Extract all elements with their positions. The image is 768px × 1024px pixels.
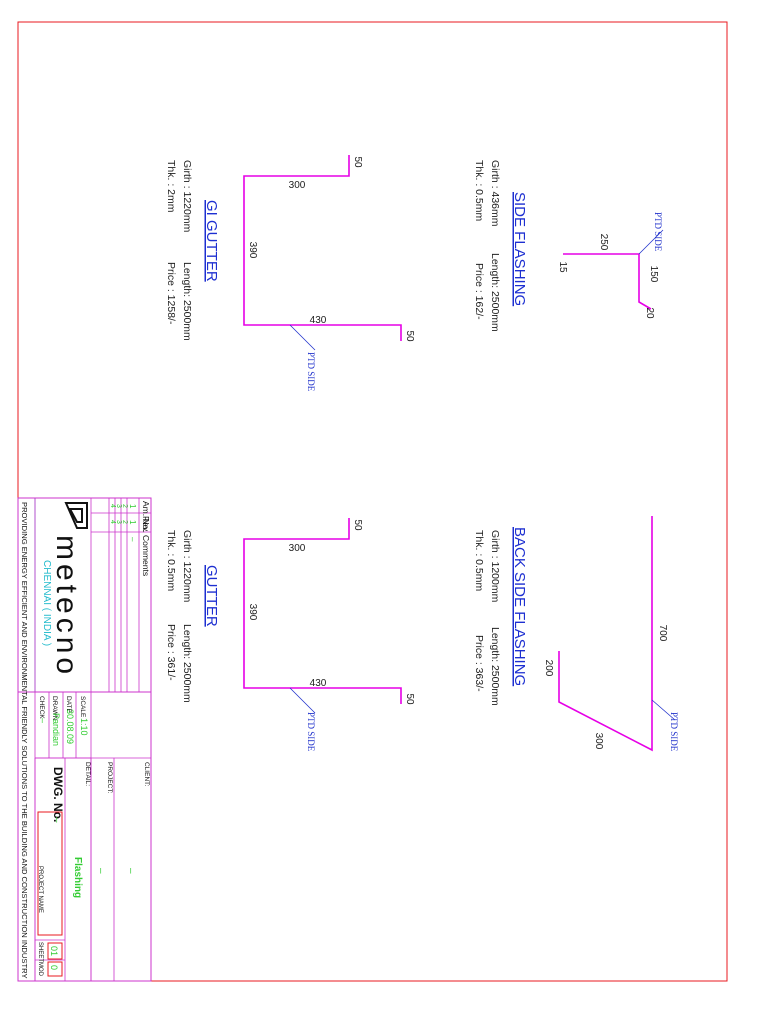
gi-gutter-drawing: PTD SIDE 50 300 390 430 50 GI GUTTER Gir… [165, 155, 415, 392]
project-label: PROJECT: [106, 762, 113, 794]
revision-row-1-no: 1 [128, 504, 137, 509]
revision-row-2-rev: 2 [121, 520, 128, 524]
side-flashing-dim-15: 15 [557, 261, 568, 273]
gutter-dim-50-top: 50 [352, 519, 363, 531]
gutter-length: Length: 2500mm [181, 624, 193, 703]
gi-gutter-ptd-leader [289, 324, 316, 351]
scale-value: 1:10 [79, 718, 89, 736]
gi-gutter-ptd-label: PTD SIDE [306, 352, 316, 392]
check-label: CHECK [38, 696, 45, 719]
gi-gutter-profile [243, 155, 402, 341]
gutter-profile [243, 518, 402, 704]
side-flashing-title: SIDE FLASHING [511, 192, 528, 306]
date-value: 30.08.09 [65, 709, 75, 744]
revision-header-amno: Am. No. [141, 501, 151, 532]
revision-row-4-rev: 4 [109, 520, 116, 524]
revision-row-2-no: 2 [121, 504, 128, 508]
mod-label: MOD [37, 962, 43, 977]
side-flashing-profile [563, 253, 652, 310]
revision-row-3-rev: 3 [115, 520, 122, 524]
back-side-flashing-profile [558, 516, 653, 752]
gutter-ptd-leader [289, 687, 316, 714]
gi-gutter-dim-300: 300 [289, 180, 306, 191]
project-value: – [95, 868, 106, 874]
detail-value: Flashing [72, 857, 83, 898]
gutter-thk: Thk. : 0.5mm [165, 530, 177, 592]
gutter-girth: Girth : 1220mm [181, 530, 193, 603]
dwg-value: – [51, 817, 62, 823]
sheet-value: 01 [49, 946, 59, 956]
side-flashing-dim-150: 150 [648, 266, 659, 283]
back-side-flashing-drawing: PTD SIDE 700 200 300 BACK SIDE FLASHING … [473, 516, 679, 752]
side-flashing-drawing: PTD SIDE 250 150 15 20 SIDE FLASHING Gir… [473, 160, 664, 332]
side-flashing-price: Price : 162/- [473, 263, 485, 320]
back-side-flashing-girth: Girth : 1200mm [489, 530, 501, 603]
project-name-label: PROJECT NAME [37, 866, 43, 913]
title-block-frame [17, 497, 152, 982]
back-side-flashing-ptd-label: PTD SIDE [669, 712, 679, 752]
revision-row-1-comment: – [128, 537, 137, 542]
title-block: Am. No. Rev. Comments 1 1 – 2 2 3 3 4 4 … [17, 497, 152, 982]
detail-label: DETAIL: [84, 762, 91, 786]
check-value: – [38, 718, 48, 723]
gutter-dim-430: 430 [310, 678, 327, 689]
gi-gutter-length: Length: 2500mm [181, 262, 193, 341]
gi-gutter-title: GI GUTTER [203, 200, 220, 282]
gutter-dim-50-bottom: 50 [404, 693, 415, 705]
side-flashing-girth: Girth : 436mm [489, 160, 501, 227]
mod-number-box [47, 961, 63, 977]
gi-gutter-thk: Thk. : 2mm [165, 160, 177, 213]
gutter-dim-300: 300 [289, 543, 306, 554]
gi-gutter-dim-50-top: 50 [352, 156, 363, 168]
side-flashing-dim-250: 250 [598, 234, 609, 251]
scale-label: SCALE [79, 696, 86, 718]
back-side-flashing-length: Length: 2500mm [489, 627, 501, 706]
revision-header-rev: Rev. [141, 516, 151, 533]
side-flashing-length: Length: 2500mm [489, 253, 501, 332]
gutter-title: GUTTER [203, 565, 220, 627]
drawn-value: Pandian [51, 713, 61, 746]
back-side-flashing-ptd-leader [651, 699, 676, 721]
company-logo: metecno CHENNAI ( INDIA ) [34, 498, 88, 692]
sheet-number-box [47, 942, 63, 960]
gi-gutter-dim-50-bottom: 50 [404, 330, 415, 342]
revision-row-3-no: 3 [115, 504, 122, 508]
gi-gutter-dim-430: 430 [310, 315, 327, 326]
dwg-number-box [37, 811, 63, 936]
side-flashing-dim-20: 20 [644, 307, 655, 319]
back-side-flashing-dim-200: 200 [543, 660, 554, 677]
side-flashing-ptd-leader [638, 229, 664, 255]
client-value: – [125, 868, 136, 874]
revision-header-comments: Comments [141, 535, 151, 576]
gi-gutter-price: Price : 1258/- [165, 262, 177, 325]
revision-row-4-no: 4 [109, 504, 116, 508]
client-label: CLIENT: [143, 762, 150, 786]
sheet-label: SHEET [37, 942, 43, 962]
gi-gutter-dim-390: 390 [247, 242, 258, 259]
back-side-flashing-dim-300: 300 [593, 733, 604, 750]
project-table: CLIENT: – PROJECT: DETAIL: – Flashing DW… [34, 757, 151, 981]
mod-value: 0 [49, 965, 59, 970]
back-side-flashing-dim-700: 700 [657, 625, 668, 642]
gi-gutter-girth: Girth : 1220mm [181, 160, 193, 233]
gutter-dim-390: 390 [247, 604, 258, 621]
gutter-drawing: PTD SIDE 50 300 390 430 50 GUTTER Girth … [165, 518, 415, 752]
dwg-label: DWG. No. [51, 767, 65, 822]
side-flashing-ptd-label: PTD SIDE [653, 212, 663, 252]
logo-location: CHENNAI ( INDIA ) [41, 560, 52, 646]
gutter-price: Price : 361/- [165, 624, 177, 681]
revision-row-1-rev: 1 [128, 520, 137, 525]
side-flashing-thk: Thk. : 0.5mm [473, 160, 485, 222]
gutter-ptd-label: PTD SIDE [306, 712, 316, 752]
logo-mark-icon [64, 502, 88, 529]
date-label: DATE [65, 696, 72, 714]
back-side-flashing-thk: Thk. : 0.5mm [473, 530, 485, 592]
drawn-label: DRAWN [51, 696, 58, 721]
logo-word: metecno [50, 535, 83, 678]
back-side-flashing-title: BACK SIDE FLASHING [511, 527, 528, 686]
company-tagline: PROVIDING ENERGY EFFICIENT AND ENVIRONME… [20, 502, 29, 979]
back-side-flashing-price: Price : 363/- [473, 635, 485, 692]
